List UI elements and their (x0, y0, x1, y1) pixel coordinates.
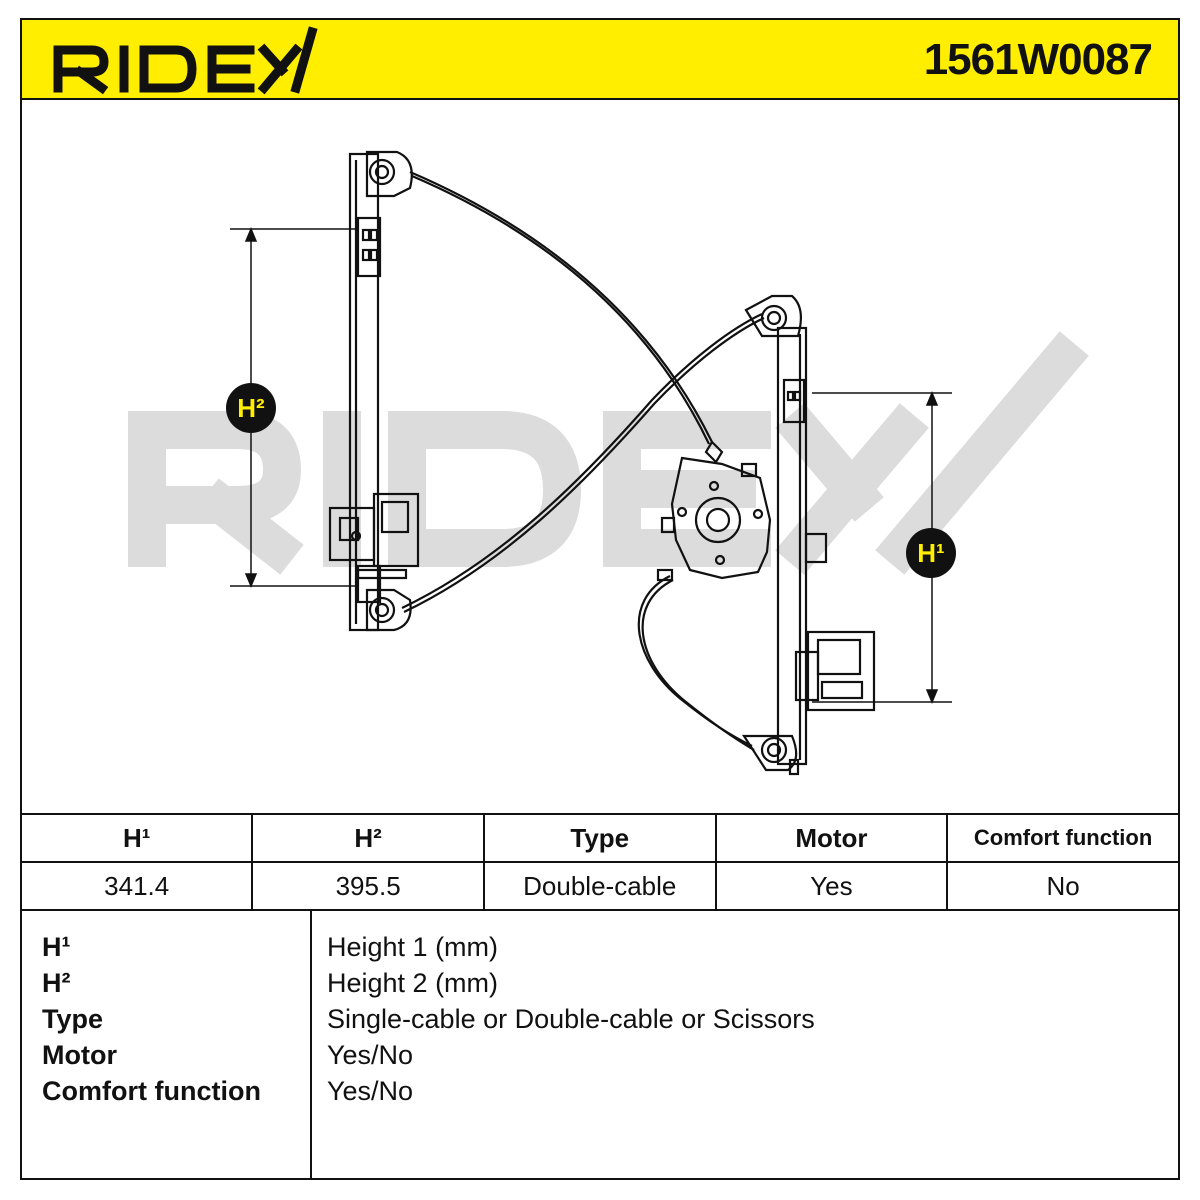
spec-header-motor: Motor (714, 813, 949, 863)
h2-marker-label: H² (237, 393, 265, 423)
spec-header-comfort: Comfort function (946, 813, 1180, 863)
spec-value-comfort: No (946, 861, 1180, 911)
legend-key: Type (42, 1004, 104, 1034)
legend-keys: H¹ H² Type Motor Comfort function (42, 929, 261, 1109)
h2-marker (226, 383, 276, 433)
legend-value: Height 2 (mm) (327, 968, 499, 998)
spec-header-h1: H¹ (19, 813, 254, 863)
part-number: 1561W0087 (923, 35, 1153, 84)
brand-header: 1561W0087 (20, 18, 1180, 100)
legend-key: Comfort function (42, 1076, 261, 1106)
legend-values: Height 1 (mm) Height 2 (mm) Single-cable… (327, 929, 815, 1109)
h1-marker (906, 528, 956, 578)
spec-value-motor: Yes (714, 861, 949, 911)
legend-panel: H¹ H² Type Motor Comfort function Height… (20, 909, 1180, 1180)
legend-divider (310, 909, 312, 1178)
legend-key: H¹ (42, 932, 71, 962)
spec-value-h2: 395.5 (251, 861, 485, 911)
spec-header-h2: H² (251, 813, 485, 863)
legend-value: Height 1 (mm) (327, 932, 499, 962)
spec-header-row: H¹ H² Type Motor Comfort function (19, 813, 1180, 863)
legend-key: H² (42, 968, 71, 998)
spec-value-row: 341.4 395.5 Double-cable Yes No (19, 861, 1180, 911)
product-diagram: H² H¹ (22, 100, 1178, 814)
window-regulator-drawing: H² H¹ (128, 150, 1089, 776)
ridex-logo (53, 26, 318, 95)
legend-key: Motor (42, 1040, 117, 1070)
h1-marker-label: H¹ (917, 538, 944, 568)
spec-value-type: Double-cable (482, 861, 717, 911)
spec-table: H¹ H² Type Motor Comfort function 341.4 … (19, 813, 1180, 911)
spec-value-h1: 341.4 (19, 861, 254, 911)
legend-value: Yes/No (327, 1040, 414, 1070)
regulator-mechanism (328, 150, 876, 776)
watermark-logo (128, 331, 1089, 575)
legend-value: Single-cable or Double-cable or Scissors (327, 1004, 815, 1034)
spec-header-type: Type (482, 813, 717, 863)
legend-value: Yes/No (327, 1076, 414, 1106)
